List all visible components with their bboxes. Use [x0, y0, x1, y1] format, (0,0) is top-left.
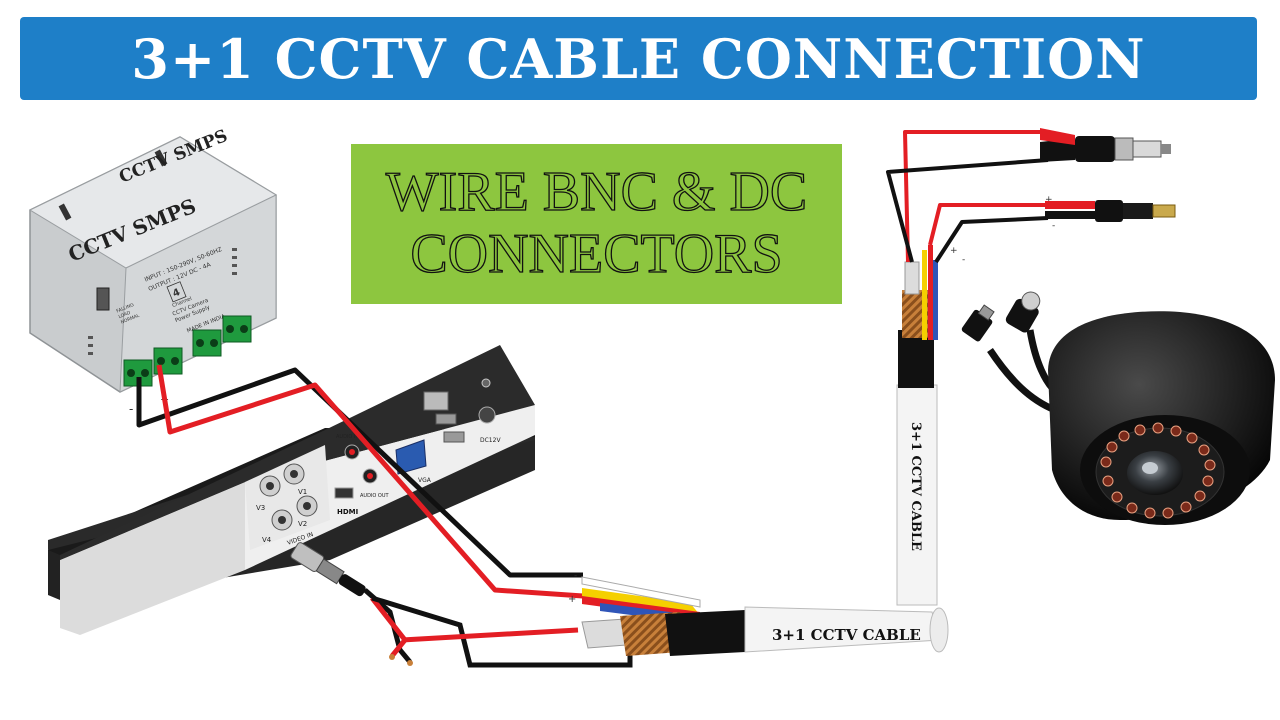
dvr-lan-port[interactable]	[423, 391, 449, 411]
subtitle-box: WIRE BNC & DC CONNECTORS	[351, 144, 842, 304]
dvr-usb-port-1[interactable]	[435, 413, 457, 425]
dvr-bnc-inputs	[259, 463, 318, 531]
vertical-cable-label: 3+1 CCTV CABLE	[908, 422, 923, 551]
horizontal-cable-label: 3+1 CCTV CABLE	[772, 626, 921, 644]
vertical-cable: 3+1 CCTV CABLE	[896, 245, 938, 606]
dvr-vga-label: VGA	[418, 477, 432, 484]
dc-connector	[1045, 200, 1176, 222]
subtitle-line-2: CONNECTORS	[410, 223, 784, 285]
smps-terminal-minus: -	[129, 402, 133, 416]
dvr-recorder: V1 V2 V3 V4 VIDEO IN HDMI AUDIO IN AUDIO…	[48, 345, 535, 635]
dc-plus-sign: +	[1045, 195, 1053, 205]
dc-minus-sign: -	[1052, 221, 1055, 231]
title-banner: 3+1 CCTV CABLE CONNECTION	[20, 17, 1257, 100]
dvr-dc-label: DC12V	[480, 437, 501, 444]
lead-plus-sign: +	[950, 246, 958, 256]
horizontal-cable: 3+1 CCTV CABLE	[581, 576, 949, 656]
dvr-audio-in-label: AUDIO IN	[336, 434, 359, 440]
dvr-port-v4: V4	[262, 536, 272, 544]
dome-camera	[961, 291, 1275, 525]
ir-leds	[1100, 422, 1216, 519]
connector-wires	[886, 130, 1049, 264]
page-title: 3+1 CCTV CABLE CONNECTION	[131, 26, 1146, 91]
dvr-dc-jack[interactable]	[478, 406, 496, 424]
dvr-port-v3: V3	[256, 504, 265, 512]
wire-minus-sign: -	[574, 571, 577, 581]
dvr-hdmi-label: HDMI	[337, 508, 358, 516]
wire-plus-sign: +	[568, 594, 576, 605]
smps-power-supply: CCTV SMPS CCTV SMPS INPUT : 150-290V, 50…	[28, 126, 278, 416]
dvr-port-v1: V1	[298, 488, 307, 496]
bnc-connector-top	[1040, 128, 1171, 162]
dvr-audio-out-label: AUDIO OUT	[360, 493, 390, 499]
smps-channel-number: 4	[171, 287, 182, 300]
lead-minus-sign: -	[962, 255, 965, 265]
subtitle-line-1: WIRE BNC & DC	[385, 161, 808, 224]
video-wires	[371, 595, 633, 668]
dvr-usb-port-2[interactable]	[443, 431, 465, 443]
power-wires	[136, 364, 584, 599]
smps-switch-label-2: LOAD	[118, 310, 132, 320]
dvr-port-v2: V2	[298, 520, 307, 528]
dvr-hdmi-port[interactable]	[334, 487, 354, 499]
smps-mode-switch[interactable]	[96, 287, 110, 311]
